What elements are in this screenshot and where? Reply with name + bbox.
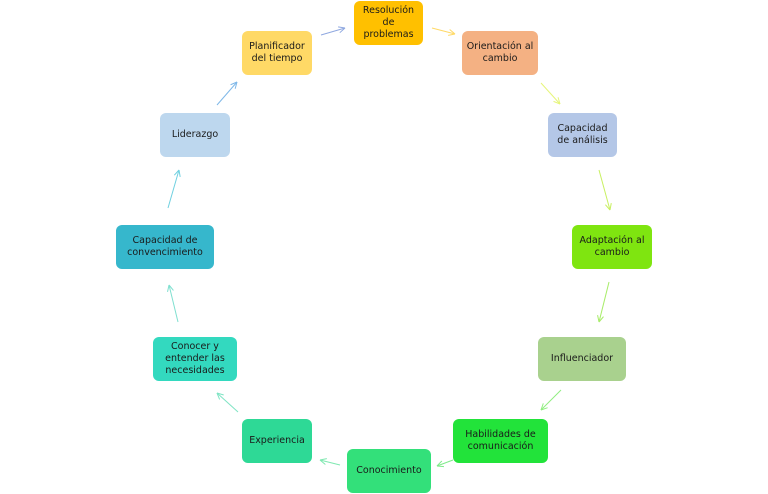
node-planificador: Planificador del tiempo [242,31,312,75]
arrowhead [168,284,174,291]
arrow-necesidades-to-convencimiento [167,284,179,323]
arrow-resolucion-to-orientacion [431,27,456,36]
node-habilidades: Habilidades de comunicación [453,419,548,463]
arrowhead [436,460,443,467]
node-resolucion: Resolución de problemas [354,1,423,45]
node-liderazgo: Liderazgo [160,113,230,157]
arrowhead [605,204,611,211]
node-experiencia: Experiencia [242,419,312,463]
arrowhead [173,169,180,176]
arrow-adaptacion-to-influenciador [597,281,610,323]
arrowhead [540,407,548,411]
arrowhead [234,81,238,89]
arrowhead [553,100,561,105]
arrowhead [448,33,456,36]
arrow-convencimiento-to-liderazgo [167,169,181,209]
arrowhead [449,29,456,35]
node-influenciador: Influenciador [538,337,626,381]
node-adaptacion: Adaptación al cambio [572,225,652,269]
arrowhead [557,97,561,105]
arrow-conocimiento-to-experiencia [319,458,341,466]
node-convencimiento: Capacidad de convencimiento [116,225,214,269]
node-necesidades: Conocer y entender las necesidades [153,337,237,381]
arrowhead [230,81,238,86]
arrowhead [216,392,224,396]
arrowhead [598,316,604,323]
arrowhead [540,403,544,411]
arrowhead [436,465,445,468]
arrowhead [338,26,346,29]
arrowhead [216,392,221,400]
arrowhead [167,284,170,292]
arrow-influenciador-to-habilidades [540,389,562,411]
arrowhead [339,27,346,34]
node-orientacion: Orientación al cambio [462,31,538,75]
node-analisis: Capacidad de análisis [548,113,617,157]
arrow-planificador-to-resolucion [320,26,346,36]
arrowhead [319,458,327,461]
node-conocimiento: Conocimiento [347,449,431,493]
arrow-habilidades-to-conocimiento [436,459,454,468]
arrowhead [178,169,181,177]
arrow-analisis-to-adaptacion [598,169,612,211]
arrow-liderazgo-to-planificador [216,81,238,106]
arrow-experiencia-to-necesidades [216,392,239,413]
arrowhead [319,459,326,465]
arrow-orientacion-to-analisis [540,82,561,105]
arrowhead [609,203,612,211]
arrowhead [597,315,600,323]
